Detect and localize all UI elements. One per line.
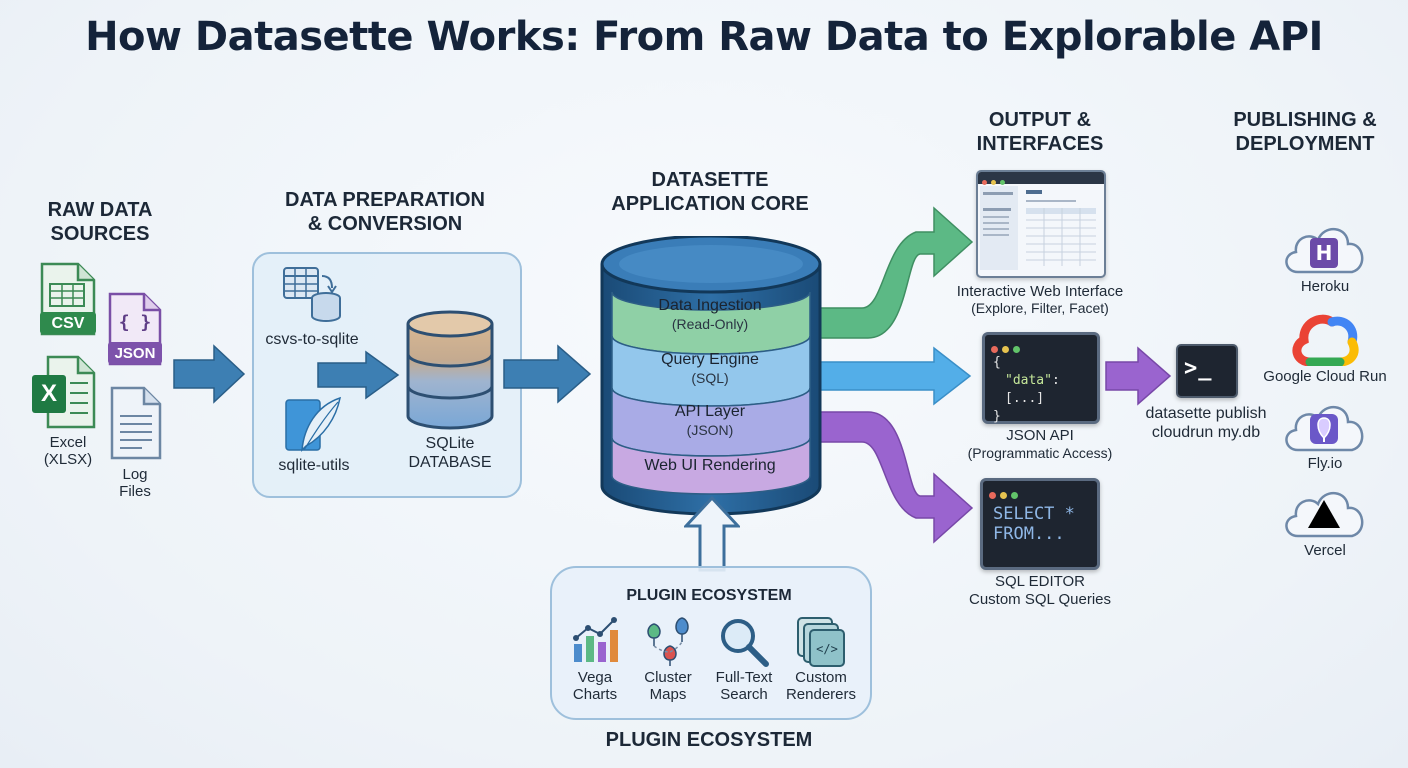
json-code-line: "data": [...]	[993, 372, 1097, 408]
cluster-maps-icon	[647, 617, 689, 666]
sql-editor-terminal: SELECT * FROM...	[980, 478, 1100, 570]
heroku-glyph: H	[1316, 241, 1333, 265]
log-files-label: Log Files	[119, 466, 151, 500]
arrow-prep-internal	[317, 350, 400, 400]
json-code-rest: : [...]	[1005, 373, 1060, 406]
sql-editor-title: SQL EDITOR	[994, 573, 1086, 590]
csv-badge: CSV	[51, 315, 85, 332]
platform-google-cloud-run: Google Cloud Run	[1263, 368, 1387, 385]
json-api-terminal: { "data": [...] }	[982, 332, 1100, 424]
vercel-cloud-icon	[1285, 492, 1364, 538]
arrow-prep-to-core	[503, 344, 592, 404]
terminal-icon: >_	[1176, 344, 1238, 398]
web-ui-title: Interactive Web Interface	[956, 283, 1124, 300]
sql-code-line1: SELECT *	[993, 504, 1075, 524]
sql-code-line2: FROM...	[993, 524, 1065, 544]
csvs-to-sqlite-label: csvs-to-sqlite	[265, 331, 359, 348]
json-code-close: }	[993, 409, 1001, 424]
json-api-code: { "data": [...] }	[985, 350, 1097, 426]
section-output-interfaces: OUTPUT & INTERFACES	[976, 109, 1104, 155]
json-api-title: JSON API	[1006, 427, 1074, 444]
sqlite-utils-label: sqlite-utils	[278, 457, 350, 474]
json-code-key: "data"	[1005, 373, 1052, 388]
datasette-core-cylinder	[600, 236, 822, 516]
plugin-vega-charts: Vega Charts	[572, 669, 618, 703]
csvs-to-sqlite-icon	[283, 267, 341, 322]
plugin-panel-title: PLUGIN ECOSYSTEM	[626, 587, 792, 604]
arrow-raw-to-prep	[173, 344, 246, 404]
plugin-custom-renderers: Custom Renderers	[785, 669, 857, 703]
json-api-subtitle: (Programmatic Access)	[967, 445, 1113, 461]
sql-editor-titlebar	[983, 481, 1097, 499]
core-layer-web-ui-rendering-name: Web UI Rendering	[644, 457, 776, 474]
sqlite-database-label: SQLite DATABASE	[408, 435, 492, 471]
json-api-titlebar	[985, 335, 1097, 353]
sqlite-utils-feather-icon	[285, 396, 341, 452]
publish-command-label: datasette publish cloudrun my.db	[1145, 405, 1267, 441]
json-code-open: {	[993, 355, 1001, 370]
core-layer-api-layer-sub: (JSON)	[686, 422, 734, 438]
core-layer-data-ingestion-name: Data Ingestion	[658, 297, 762, 314]
web-ui-titlebar	[978, 172, 1104, 185]
log-file-icon	[110, 386, 162, 460]
web-ui-table-preview	[980, 186, 1096, 270]
fly-io-cloud-icon	[1285, 406, 1364, 452]
core-layer-api-layer: API Layer (JSON)	[610, 402, 810, 440]
sqlite-database-icon	[406, 310, 494, 430]
csv-file-icon	[40, 262, 96, 336]
section-raw-data-sources: RAW DATA SOURCES	[47, 199, 153, 245]
full-text-search-icon	[721, 619, 769, 667]
core-layer-query-engine-sub: (SQL)	[691, 370, 729, 386]
terminal-prompt: >_	[1184, 356, 1213, 381]
sql-editor-subtitle: Custom SQL Queries	[969, 591, 1111, 608]
json-glyph: { }	[118, 312, 152, 333]
arrow-core-to-web-ui	[812, 206, 974, 339]
plugin-full-text-search: Full-Text Search	[715, 669, 773, 703]
section-data-preparation: DATA PREPARATION & CONVERSION	[285, 189, 485, 235]
platform-fly-io: Fly.io	[1307, 455, 1343, 472]
core-layer-data-ingestion: Data Ingestion (Read-Only)	[610, 296, 810, 334]
plugin-ecosystem-footer: PLUGIN ECOSYSTEM	[605, 729, 813, 751]
page-title: How Datasette Works: From Raw Data to Ex…	[85, 14, 1323, 60]
platform-heroku: Heroku	[1300, 278, 1350, 295]
core-layer-api-layer-name: API Layer	[674, 403, 746, 420]
web-ui-screenshot	[976, 170, 1106, 278]
core-layer-query-engine-name: Query Engine	[661, 351, 759, 368]
vega-charts-icon	[573, 617, 618, 662]
core-layer-query-engine: Query Engine (SQL)	[610, 350, 810, 388]
arrow-plugins-to-core	[684, 496, 740, 572]
json-badge: JSON	[114, 345, 156, 362]
plugin-cluster-maps: Cluster Maps	[644, 669, 692, 703]
arrow-core-to-sql-editor	[812, 411, 974, 544]
google-cloud-run-icon	[1292, 314, 1359, 366]
web-ui-subtitle: (Explore, Filter, Facet)	[971, 300, 1109, 316]
platform-vercel: Vercel	[1304, 542, 1346, 559]
arrow-json-to-publish	[1105, 346, 1172, 406]
svg-text:</>: </>	[816, 642, 838, 656]
section-application-core: DATASETTE APPLICATION CORE	[611, 169, 809, 215]
excel-file-icon	[32, 355, 96, 429]
custom-renderers-icon: </>	[797, 617, 845, 667]
excel-letter: X	[40, 380, 57, 407]
heroku-cloud-icon: H	[1285, 228, 1364, 274]
section-publishing: PUBLISHING & DEPLOYMENT	[1233, 109, 1377, 155]
excel-label: Excel (XLSX)	[43, 434, 93, 468]
core-layer-web-ui-rendering: Web UI Rendering	[610, 456, 810, 475]
core-layer-data-ingestion-sub: (Read-Only)	[671, 316, 749, 332]
sql-editor-code: SELECT * FROM...	[983, 496, 1097, 544]
json-file-icon	[108, 292, 162, 366]
arrow-core-to-json-api	[812, 346, 972, 406]
